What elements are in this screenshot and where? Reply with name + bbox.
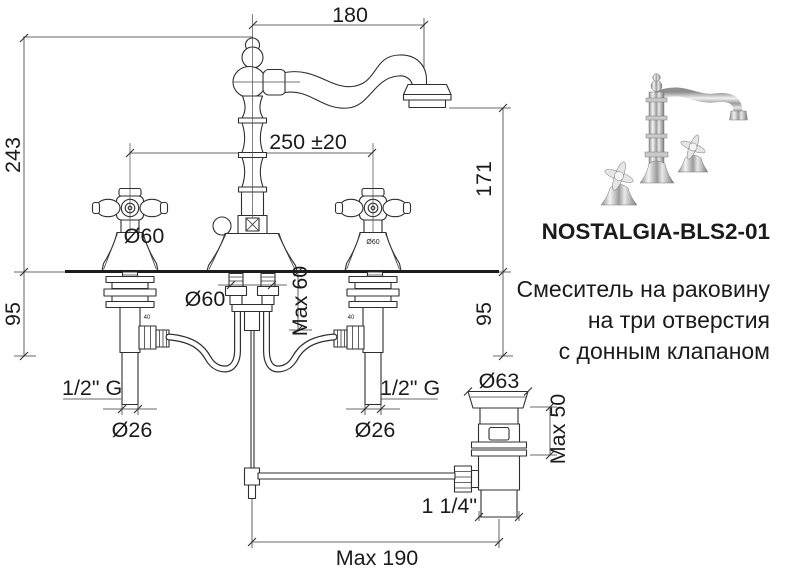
dim-valve-offset-left: 40 <box>144 315 151 321</box>
product-description-line3: с донным клапаном <box>559 338 770 364</box>
left-handle <box>91 187 169 272</box>
dim-max-deck: Max 60 <box>288 266 312 337</box>
faucet-body <box>206 37 452 272</box>
photo-left-handle-base <box>600 184 638 206</box>
dim-body-dia: Ø60 <box>185 287 226 311</box>
product-code: NOSTALGIA-BLS2-01 <box>542 219 770 244</box>
dim-tail-dia-right: Ø26 <box>355 418 396 442</box>
dim-handle-base-dia-small: Ø60 <box>366 239 379 246</box>
center-escutcheon <box>206 232 298 272</box>
dim-tail-dia-left: Ø26 <box>112 418 153 442</box>
dim-handle-base-dia: Ø60 <box>124 224 165 248</box>
dim-drain-thread: 1 1/4" <box>422 494 477 518</box>
dim-under-deck-right: 95 <box>472 302 496 326</box>
dimension-ticks <box>19 20 555 547</box>
dim-rod-span: Max 190 <box>336 546 419 570</box>
photo-left-cross-handle <box>604 161 634 191</box>
center-studs-popup-rod <box>224 272 280 500</box>
supply-hoses <box>165 304 338 373</box>
photo-right-cross-handle <box>680 134 706 160</box>
dim-total-height: 243 <box>1 137 25 173</box>
dim-drain-max: Max 50 <box>546 394 570 465</box>
drain-valve <box>257 390 529 518</box>
photo-base <box>639 160 675 184</box>
popup-lever-knob <box>212 216 232 236</box>
dim-under-deck-left: 95 <box>1 302 25 326</box>
spout-outlet <box>402 83 452 96</box>
left-valve-assembly <box>103 271 170 406</box>
photo-right-handle-base <box>677 154 709 173</box>
right-valve-assembly <box>333 271 400 406</box>
dim-thread-left: 1/2" G <box>62 376 122 400</box>
dim-drain-flange-dia: Ø63 <box>479 369 520 393</box>
photo-spout <box>653 87 743 118</box>
product-text: NOSTALGIA-BLS2-01 Смеситель на раковину … <box>516 219 770 364</box>
dimension-labels: 180 243 250 ±20 171 Ø60 Ø60 Ø60 Max 60 9… <box>1 3 570 570</box>
dim-spout-height: 171 <box>472 161 496 197</box>
dim-spout-reach: 180 <box>332 3 368 27</box>
product-description-line2: на три отверстия <box>588 307 770 333</box>
photo-spout-outlet <box>729 110 748 121</box>
dim-hole-spacing: 250 ±20 <box>269 130 347 154</box>
dim-thread-right: 1/2" G <box>380 376 440 400</box>
popup-rod-horizontal <box>257 472 456 480</box>
dimension-lines <box>14 18 557 548</box>
centerlines <box>129 14 374 232</box>
dim-valve-offset-right: 40 <box>348 315 355 321</box>
product-description-line1: Смеситель на раковину <box>516 276 770 302</box>
product-photo <box>600 73 748 206</box>
photo-finial <box>650 80 663 92</box>
